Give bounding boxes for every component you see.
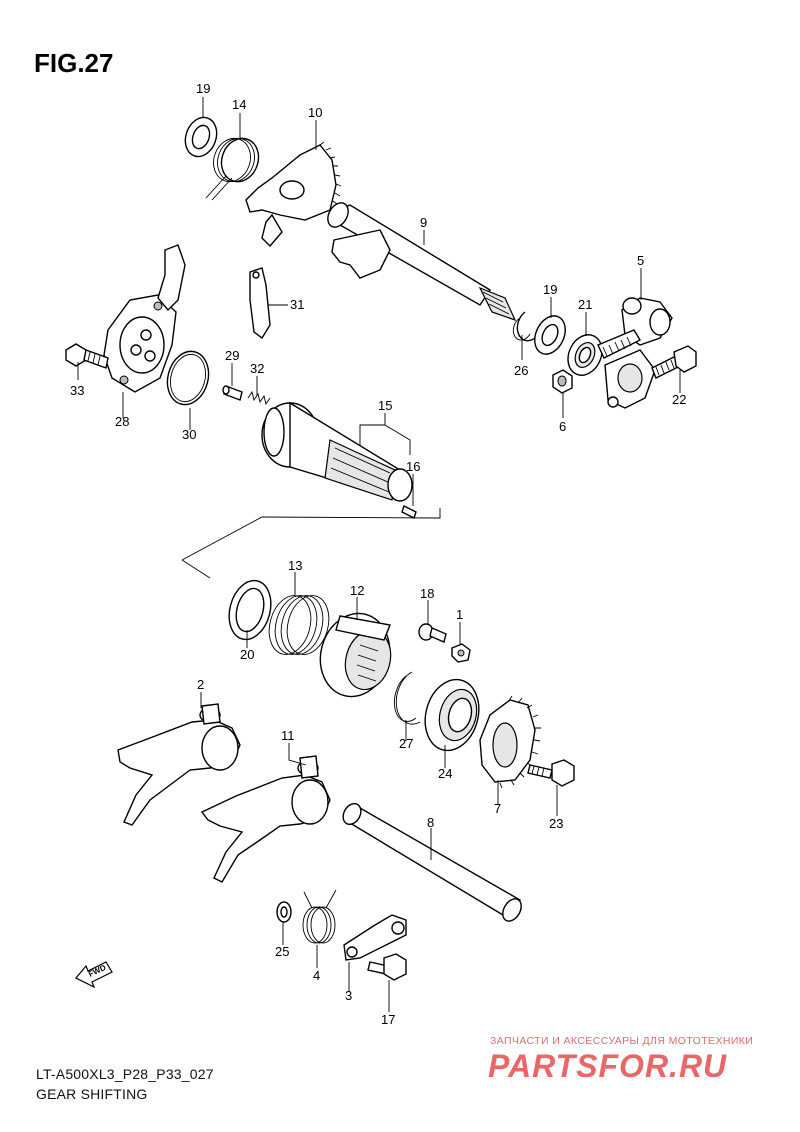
callout-24: 24 — [438, 766, 452, 781]
callout-27: 27 — [399, 736, 413, 751]
part-19-washer — [184, 116, 218, 158]
figure-title: FIG.27 — [34, 48, 114, 78]
callout-17: 17 — [381, 1012, 395, 1027]
part-31-clip — [249, 267, 271, 340]
part-20-shim — [228, 579, 272, 641]
part-26-circlip — [512, 311, 536, 342]
callout-3: 3 — [345, 988, 352, 1003]
fwd-arrow-icon: FWD — [75, 961, 113, 989]
callout-22: 22 — [672, 392, 686, 407]
callout-26: 26 — [514, 363, 528, 378]
part-25-washer — [276, 901, 292, 923]
part-8-fork-shaft — [342, 802, 522, 922]
callout-19b: 19 — [543, 282, 557, 297]
part-28-cover — [103, 244, 186, 393]
part-6-nut — [552, 369, 573, 394]
watermark-tagline: ЗАПЧАСТИ И АКСЕССУАРЫ ДЛЯ МОТОТЕХНИКИ — [490, 1035, 754, 1047]
part-1-washer — [451, 643, 471, 663]
part-22-bolt — [651, 345, 697, 379]
part-29-pin — [222, 385, 243, 401]
part-23-bolt — [527, 759, 575, 787]
part-14-spring — [205, 137, 260, 201]
model-code: LT-A500XL3_P28_P33_027 — [36, 1066, 214, 1082]
figure-caption: GEAR SHIFTING — [36, 1086, 148, 1102]
leader-lines — [77, 97, 681, 1012]
callout-18: 18 — [420, 586, 434, 601]
part-9-shift-shaft — [327, 202, 517, 322]
part-19-washer-lower — [534, 315, 566, 355]
part-4-spring — [302, 889, 337, 944]
part-27-circlip — [393, 671, 421, 725]
callout-33: 33 — [70, 383, 84, 398]
part-3-stopper-arm — [343, 914, 407, 961]
part-33-bolt — [65, 343, 109, 369]
part-13-spring — [268, 595, 330, 655]
part-10-shift-arm — [245, 141, 342, 248]
callout-14: 14 — [232, 97, 246, 112]
callout-31: 31 — [290, 297, 304, 312]
assembly-frame — [181, 508, 441, 579]
part-11-shift-fork — [200, 755, 331, 883]
part-30-o-ring — [166, 350, 210, 406]
callout-labels: 19 14 10 9 5 19 21 26 6 22 31 33 28 29 3… — [70, 81, 686, 1027]
callout-30: 30 — [182, 427, 196, 442]
part-15-cam-drum — [261, 401, 413, 502]
callout-12: 12 — [350, 583, 364, 598]
callout-21: 21 — [578, 297, 592, 312]
callout-2: 2 — [197, 677, 204, 692]
callout-1: 1 — [456, 607, 463, 622]
callout-20: 20 — [240, 647, 254, 662]
callout-10: 10 — [308, 105, 322, 120]
part-24-bearing — [424, 678, 480, 752]
callout-25: 25 — [275, 944, 289, 959]
callout-4: 4 — [313, 968, 320, 983]
part-2-shift-fork — [117, 703, 241, 826]
part-17-bolt — [367, 953, 407, 981]
callout-7: 7 — [494, 801, 501, 816]
callout-9: 9 — [420, 215, 427, 230]
callout-11: 11 — [281, 728, 295, 743]
callout-16: 16 — [406, 459, 420, 474]
callout-15: 15 — [378, 398, 392, 413]
part-7-gear — [479, 695, 541, 789]
part-5-link-arm — [597, 297, 673, 409]
callout-13: 13 — [288, 558, 302, 573]
callout-5: 5 — [637, 253, 644, 268]
callout-32: 32 — [250, 361, 264, 376]
watermark-logo: PARTSFOR.RU — [488, 1048, 728, 1084]
part-12-cam-driven-gear — [319, 612, 392, 698]
callout-28: 28 — [115, 414, 129, 429]
callout-19: 19 — [196, 81, 210, 96]
part-32-spring — [247, 390, 271, 406]
callout-29: 29 — [225, 348, 239, 363]
part-18-screw — [418, 623, 447, 643]
callout-8: 8 — [427, 815, 434, 830]
callout-6: 6 — [559, 419, 566, 434]
part-21-oil-seal — [567, 334, 603, 376]
part-16-pin — [401, 505, 417, 519]
callout-23: 23 — [549, 816, 563, 831]
